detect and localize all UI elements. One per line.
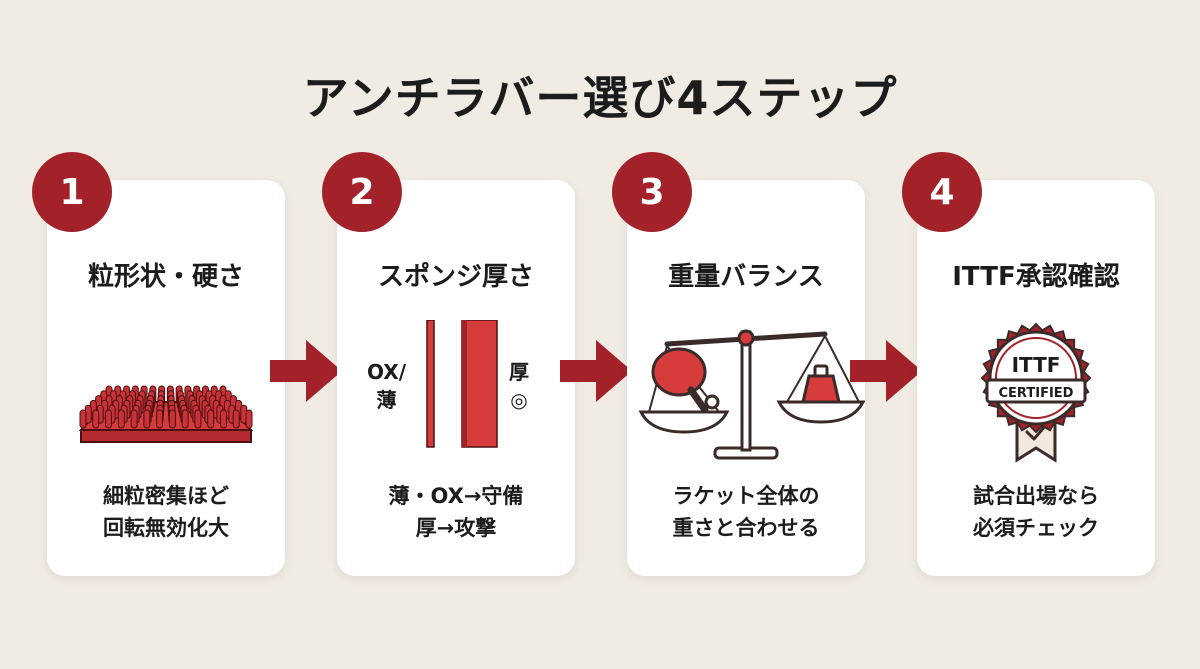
seal-top-text: ITTF	[1012, 353, 1061, 377]
pimple	[92, 409, 100, 429]
sponge-thickness-icon	[426, 320, 498, 448]
step-number-badge: 4	[902, 152, 982, 232]
step-card-4: ITTF承認確認 ITTF CERTIFIED 試合出場なら 必須チェック	[917, 180, 1155, 576]
pimple	[232, 409, 240, 429]
step-card-2: スポンジ厚さ OX/ 薄 厚 ◎ 薄・OX→守備 厚→攻撃	[337, 180, 575, 576]
pimples-icon	[78, 385, 254, 443]
step-title: 重量バランス	[668, 262, 824, 292]
pimple	[79, 409, 87, 429]
step-title: ITTF承認確認	[952, 262, 1120, 292]
pimple	[168, 409, 176, 429]
step-title: スポンジ厚さ	[377, 262, 534, 292]
pimple	[181, 409, 189, 429]
page-title: アンチラバー選び4ステップ	[302, 71, 898, 125]
arrow-right-icon	[270, 340, 342, 402]
pimple	[207, 409, 215, 429]
pimple	[143, 409, 151, 429]
step-card-3: 重量バランス ラケット全体の 重さと合わせる	[627, 180, 865, 576]
pimple	[105, 409, 113, 429]
pimple	[130, 409, 138, 429]
step-title: 粒形状・硬さ	[87, 262, 244, 292]
step-desc: 細粒密集ほど 回転無効化大	[103, 484, 229, 540]
seal-ribbon-text: CERTIFIED	[999, 386, 1074, 401]
arrow-right-icon	[850, 340, 922, 402]
step-card-1: 粒形状・硬さ 細粒密集ほど 回転無効化大	[47, 180, 285, 576]
step-number-badge: 3	[612, 152, 692, 232]
ittf-seal-icon: ITTF CERTIFIED	[980, 322, 1092, 463]
balance-scale-icon	[638, 329, 865, 460]
pimple	[219, 409, 227, 429]
step-desc: ラケット全体の 重さと合わせる	[672, 484, 820, 540]
step-desc: 薄・OX→守備 厚→攻撃	[388, 484, 524, 540]
thin-sponge-label: OX/ 薄	[367, 360, 407, 412]
arrow-right-icon	[560, 340, 632, 402]
pimple	[194, 409, 202, 429]
step-number-badge: 1	[32, 152, 112, 232]
pimple	[117, 409, 125, 429]
pimple	[245, 409, 253, 429]
step-desc: 試合出場なら 必須チェック	[973, 484, 1099, 540]
step-number-badge: 2	[322, 152, 402, 232]
pimple	[156, 409, 164, 429]
thick-sponge-label: 厚 ◎	[509, 360, 529, 412]
